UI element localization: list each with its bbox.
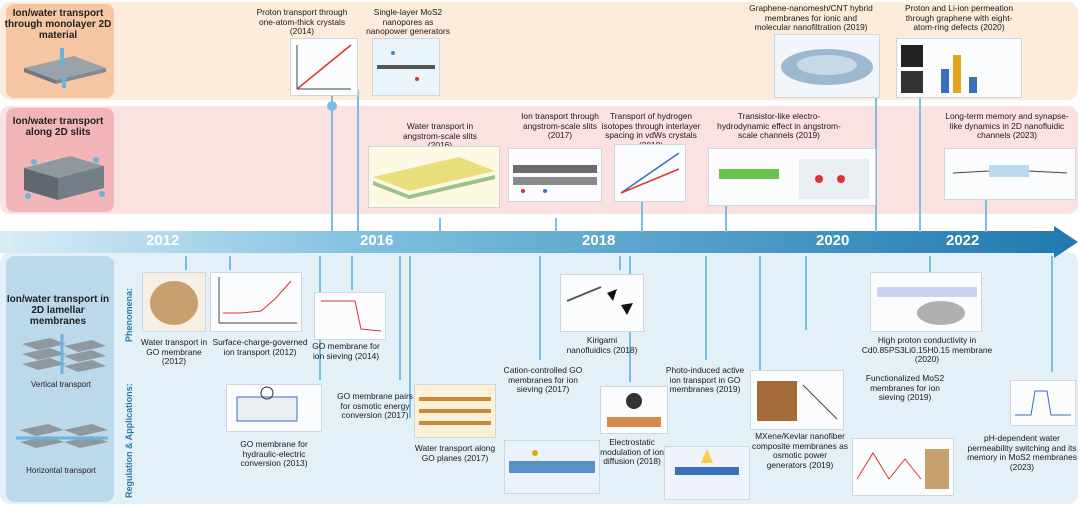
event-ion-angstrom-slits-2017: Ion transport through angstrom-scale sli… (521, 111, 599, 141)
go-membrane-photo (142, 272, 206, 332)
event-high-proton-2020: High proton conductivity in Cd0.85PS3Li0… (861, 335, 993, 365)
event-functionalized-mos2-2019: Functionalized MoS2 membranes for ion si… (865, 373, 945, 403)
year-2022: 2022 (946, 232, 980, 249)
kirigami-figure (560, 274, 644, 332)
event-osmotic-energy-2017: GO membrane pairs for osmotic energy con… (337, 391, 413, 421)
angstrom-slits-figure (368, 146, 500, 208)
event-water-go-planes-2017: Water transport along GO planes (2017) (414, 443, 496, 463)
surface-charge-chart (210, 272, 302, 332)
ion-sieving-chart (314, 292, 386, 340)
mxene-kevlar-figure (750, 370, 844, 430)
event-go-ion-sieving-2014: GO membrane for ion sieving (2014) (312, 341, 380, 361)
transistor-like-figure (708, 148, 876, 206)
event-proton-transport-2014: Proton transport through one-atom-thick … (256, 7, 348, 37)
event-synapse-memory-2023: Long-term memory and synapse-like dynami… (945, 111, 1069, 141)
event-cation-controlled-2017: Cation-controlled GO membranes for ion s… (503, 365, 583, 395)
event-water-go-2012: Water transport in GO membrane (2012) (140, 337, 208, 367)
vertical-transport-label: Vertical transport (30, 380, 92, 389)
event-mxene-kevlar-2019: MXene/Kevlar nanofiber composite membran… (752, 431, 848, 470)
proton-conductivity-figure (870, 272, 982, 332)
ph-switching-chart (1010, 380, 1076, 426)
category-slits: Ion/water transport along 2D slits (12, 116, 104, 138)
event-surface-charge-2012: Surface-charge-governed ion transport (2… (212, 337, 308, 357)
event-ph-switching-2023: pH-dependent water permeability switchin… (967, 433, 1077, 472)
proton-transport-figure (290, 38, 358, 96)
slit-block-icon (24, 156, 105, 200)
year-2016: 2016 (360, 232, 394, 249)
functionalized-mos2-figure (852, 438, 954, 496)
horizontal-stack-icon (16, 424, 108, 448)
category-lamellar: Ion/water transport in 2D lamellar membr… (6, 294, 110, 327)
event-eight-atom-ring-2020: Proton and Li-ion permeation through gra… (904, 3, 1013, 33)
event-graphene-nanomesh-2019: Graphene-nanomesh/CNT hybrid membranes f… (749, 3, 873, 33)
category-monolayer: Ion/water transport through monolayer 2D… (4, 8, 112, 41)
event-photo-induced-2019: Photo-induced active ion transport in GO… (665, 365, 745, 395)
year-2018: 2018 (582, 232, 616, 249)
event-transistor-like-2019: Transistor-like electro-hydrodynamic eff… (717, 111, 841, 141)
hydraulic-electric-figure (226, 384, 322, 432)
horizontal-transport-label: Horizontal transport (26, 466, 96, 475)
go-planes-figure (414, 384, 496, 438)
graphene-nanomesh-figure (774, 34, 880, 98)
photo-induced-figure (664, 446, 750, 500)
timeline-arrow (0, 226, 1078, 258)
ion-slits-figure (508, 148, 602, 202)
eight-atom-ring-figure (896, 38, 1022, 98)
vertical-stack-icon (22, 334, 106, 374)
event-electrostatic-2018: Electrostatic modulation of ion diffusio… (600, 437, 664, 467)
event-kirigami-2018: Kirigami nanofluidics (2018) (566, 335, 638, 355)
synapse-memory-figure (944, 148, 1076, 200)
mos2-nanopore-figure (372, 38, 440, 96)
cation-controlled-figure (504, 440, 600, 494)
year-2020: 2020 (816, 232, 850, 249)
hydrogen-isotopes-figure (614, 144, 686, 202)
year-2012: 2012 (146, 232, 180, 249)
label-box-lamellar (6, 256, 114, 502)
electrostatic-modulation-figure (600, 386, 668, 434)
monolayer-sheet-icon (24, 48, 106, 88)
event-hydraulic-electric-2013: GO membrane for hydraulic-electric conve… (240, 439, 308, 469)
event-water-angstrom-slits-2016: Water transport in angstrom-scale slits … (402, 121, 477, 150)
